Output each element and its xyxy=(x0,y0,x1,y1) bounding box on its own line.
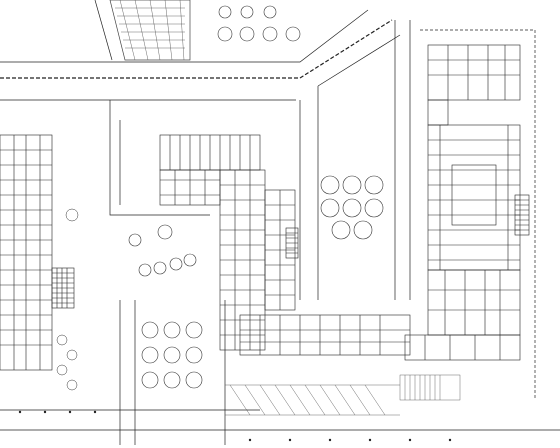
east-building xyxy=(404,44,530,361)
paving-hatch-south xyxy=(225,374,461,416)
plaza-hatch-north xyxy=(109,0,191,61)
west-wing xyxy=(0,134,75,371)
grid-markers xyxy=(18,410,452,442)
trees-north xyxy=(217,5,301,42)
site-boundary-east xyxy=(420,29,536,400)
trees-central xyxy=(128,175,384,389)
central-building xyxy=(159,134,411,356)
trees-west xyxy=(56,208,79,391)
